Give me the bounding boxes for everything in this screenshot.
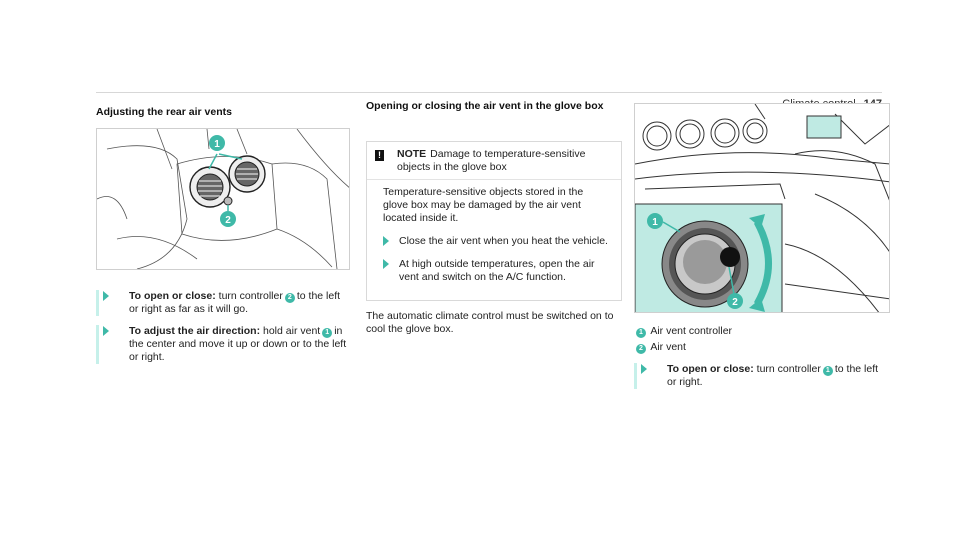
figure-legend: 1 Air vent controller 2 Air vent xyxy=(634,325,884,357)
column-rear-vents: Adjusting the rear air vents xyxy=(96,100,346,119)
legend-callout-2: 2 xyxy=(636,344,646,354)
legend-text: Air vent xyxy=(650,341,686,353)
header-rule xyxy=(96,92,882,93)
figure-callout-1 xyxy=(209,135,225,151)
step-arrow-icon xyxy=(103,326,109,336)
note-step: Close the air vent when you heat the veh… xyxy=(383,235,611,248)
step-arrow-icon xyxy=(103,291,109,301)
step-text: to the left or right as far as it will g… xyxy=(129,290,341,315)
note-title: Damage to temperature-sensitive objects … xyxy=(397,148,586,173)
legend-item: 1 Air vent controller xyxy=(634,325,884,338)
step-text: turn controller xyxy=(218,290,283,302)
column-glove-box: Opening or closing the air vent in the g… xyxy=(366,100,621,113)
step-text: to the left or right. xyxy=(667,363,879,388)
figure-glove-box-vent: 1 2 xyxy=(634,103,890,313)
warning-icon: ! xyxy=(375,150,384,161)
note-step-text: At high outside temperatures, open the a… xyxy=(399,258,595,283)
step-label: To adjust the air direction: xyxy=(129,325,261,337)
heading-glove-box: Opening or closing the air vent in the g… xyxy=(366,100,604,112)
figure-callout-1-label: 1 xyxy=(214,139,220,150)
step-label: To open or close: xyxy=(129,290,216,302)
note-text: Temperature-sensitive objects stored in … xyxy=(383,186,584,224)
step-arrow-icon xyxy=(383,259,389,269)
figure-callout-2-label: 2 xyxy=(732,297,738,308)
step-label: To open or close: xyxy=(667,363,754,375)
inline-callout-1: 1 xyxy=(822,366,833,376)
step-arrow-icon xyxy=(383,236,389,246)
step-text: turn controller xyxy=(756,363,821,375)
note-step-text: Close the air vent when you heat the veh… xyxy=(399,235,608,247)
heading-rear-vents: Adjusting the rear air vents xyxy=(96,106,232,118)
note-label: NOTE xyxy=(397,148,427,160)
glove-box-illustration: 1 2 xyxy=(635,104,889,312)
note-step: At high outside temperatures, open the a… xyxy=(383,258,611,284)
rear-vents-illustration: 1 2 xyxy=(97,129,349,269)
figure-callout-2 xyxy=(220,211,236,227)
inline-callout-2: 2 xyxy=(284,293,295,303)
figure-callout-1 xyxy=(647,213,663,229)
step-text: hold air vent xyxy=(263,325,321,337)
legend-text: Air vent controller xyxy=(650,325,733,337)
figure-callout-2-label: 2 xyxy=(225,215,231,226)
inline-callout-1: 1 xyxy=(322,328,333,338)
figure-callout-1-label: 1 xyxy=(652,217,658,228)
auto-climate-text: The automatic climate control must be sw… xyxy=(366,310,614,335)
note-body: Temperature-sensitive objects stored in … xyxy=(367,180,621,284)
step-adjust-direction: To adjust the air direction: hold air ve… xyxy=(96,325,350,364)
legend-callout-1: 1 xyxy=(636,328,646,338)
figure-callout-2 xyxy=(727,293,743,309)
legend-item: 2 Air vent xyxy=(634,341,884,354)
figure-rear-air-vents: 1 2 xyxy=(96,128,350,270)
step-arrow-icon xyxy=(641,364,647,374)
step-text: in the center and move it up or down or … xyxy=(129,325,347,363)
